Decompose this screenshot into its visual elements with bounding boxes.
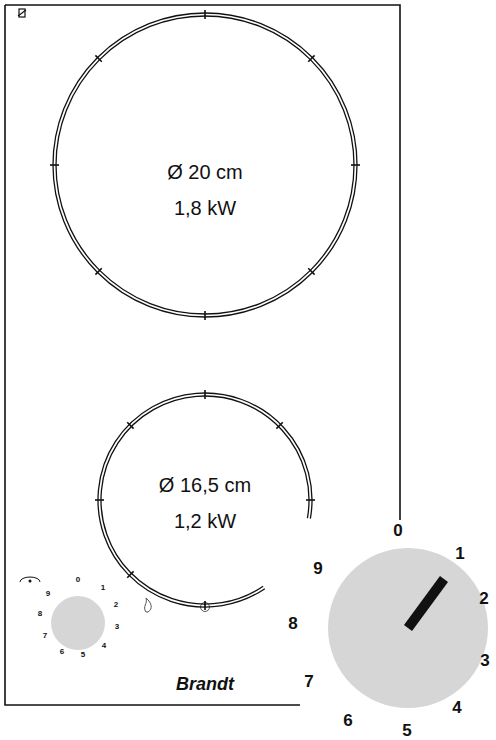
setting-number: 0 [393,522,402,539]
setting-number: 3 [480,652,489,669]
zone-rating: Ø 20 cm [52,154,358,190]
rotation-symbol [20,577,40,583]
ring-line [101,396,309,604]
brand-logo: Brandt [176,675,234,693]
zone-rating: 1,2 kW [97,503,313,539]
cooking-zone: Ø 16,5 cm1,2 kW [97,392,313,608]
setting-number: 1 [455,545,464,562]
setting-number: 8 [288,615,297,632]
setting-number: 6 [60,648,64,656]
setting-number: 2 [479,590,488,607]
ring-line [53,13,357,317]
hob-outline [5,5,300,705]
setting-number: 7 [43,632,47,640]
setting-number: 5 [81,651,85,659]
ring-tick [204,390,206,399]
setting-number: 8 [38,610,42,618]
power-symbol [201,601,210,612]
ring-tick [308,55,314,61]
setting-number: 7 [304,673,313,690]
zone-rating: Ø 16,5 cm [97,467,313,503]
setting-number: 0 [76,576,80,584]
setting-number: 4 [102,642,106,650]
setting-number: 2 [114,601,118,609]
cooking-zone: Ø 20 cm1,8 kW [52,12,358,318]
setting-number: 9 [46,590,50,598]
knob-pointer [408,579,444,628]
setting-number: 5 [402,722,411,739]
ring-line [98,393,312,607]
ring-tick [95,499,104,501]
ring-tick [204,10,206,19]
ring-tick [306,499,315,501]
ring-tick [127,571,133,577]
ring-tick [95,268,101,274]
zone-rating: 1,8 kW [52,190,358,226]
ring-tick [95,55,101,61]
corner-icon [18,9,26,17]
zone-ring [97,392,313,608]
setting-number: 6 [343,712,352,729]
heat-symbol [145,598,152,612]
ring-tick [308,268,314,274]
ring-tick [351,164,360,166]
hob-outline [5,5,400,520]
ring-tick [204,601,206,610]
setting-number: 1 [101,584,105,592]
setting-number: 4 [452,699,461,716]
ring-tick [276,422,282,428]
large-knob [328,548,488,708]
ring-tick [50,164,59,166]
setting-number: 3 [115,623,119,631]
small-knob [51,596,105,650]
setting-number: 9 [313,560,322,577]
ring-tick [127,422,133,428]
ring-tick [204,311,206,320]
